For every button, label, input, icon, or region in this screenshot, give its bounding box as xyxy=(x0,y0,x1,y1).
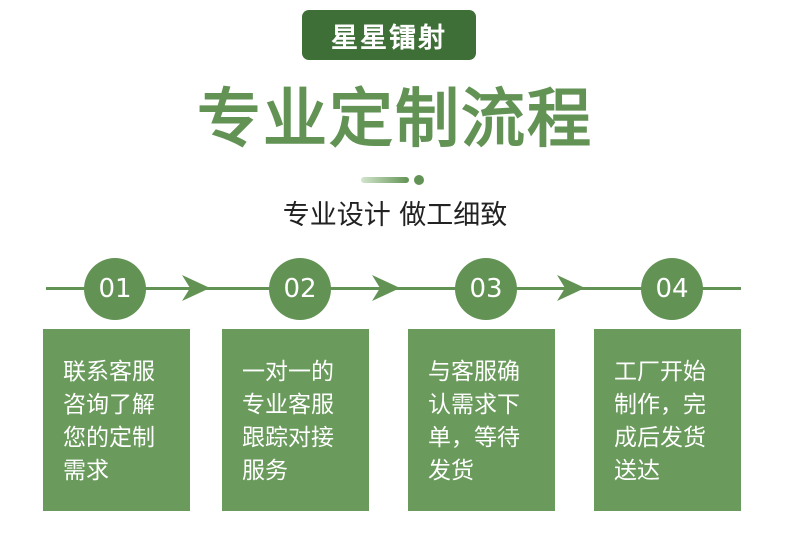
step-3-number: 03 xyxy=(455,258,517,320)
step-4-line: 成后发货 xyxy=(614,425,706,451)
step-1-line: 需求 xyxy=(63,458,109,484)
step-3-card: 与客服确 认需求下 单，等待 发货 xyxy=(408,329,555,511)
step-2-number: 02 xyxy=(269,258,331,320)
step-2-line: 服务 xyxy=(242,458,288,484)
step-2-line: 专业客服 xyxy=(242,392,334,418)
arrow-right-icon xyxy=(182,275,210,301)
step-1-number: 01 xyxy=(84,258,146,320)
step-1-card: 联系客服 咨询了解 您的定制 需求 xyxy=(43,329,190,511)
step-2-card: 一对一的 专业客服 跟踪对接 服务 xyxy=(222,329,369,511)
brand-badge: 星星镭射 xyxy=(302,10,476,60)
title-divider xyxy=(361,175,427,185)
divider-bar xyxy=(361,177,409,183)
step-1-line: 咨询了解 xyxy=(63,392,155,418)
page-subtitle: 专业设计 做工细致 xyxy=(282,200,508,231)
arrow-right-icon xyxy=(557,275,585,301)
step-4-number: 04 xyxy=(641,258,703,320)
step-4-line: 工厂开始 xyxy=(614,359,706,385)
step-3-line: 单，等待 xyxy=(428,425,520,451)
step-1-line: 您的定制 xyxy=(63,425,155,451)
step-4-line: 送达 xyxy=(614,458,660,484)
step-3-line: 发货 xyxy=(428,458,474,484)
step-2-line: 一对一的 xyxy=(242,359,334,385)
step-3-line: 与客服确 xyxy=(428,359,520,385)
page-title: 专业定制流程 xyxy=(197,83,593,157)
step-4-card: 工厂开始 制作，完 成后发货 送达 xyxy=(594,329,741,511)
step-2-line: 跟踪对接 xyxy=(242,425,334,451)
divider-dot xyxy=(414,175,424,185)
arrow-right-icon xyxy=(372,275,400,301)
step-3-line: 认需求下 xyxy=(428,392,520,418)
step-1-line: 联系客服 xyxy=(63,359,155,385)
step-4-line: 制作，完 xyxy=(614,392,706,418)
